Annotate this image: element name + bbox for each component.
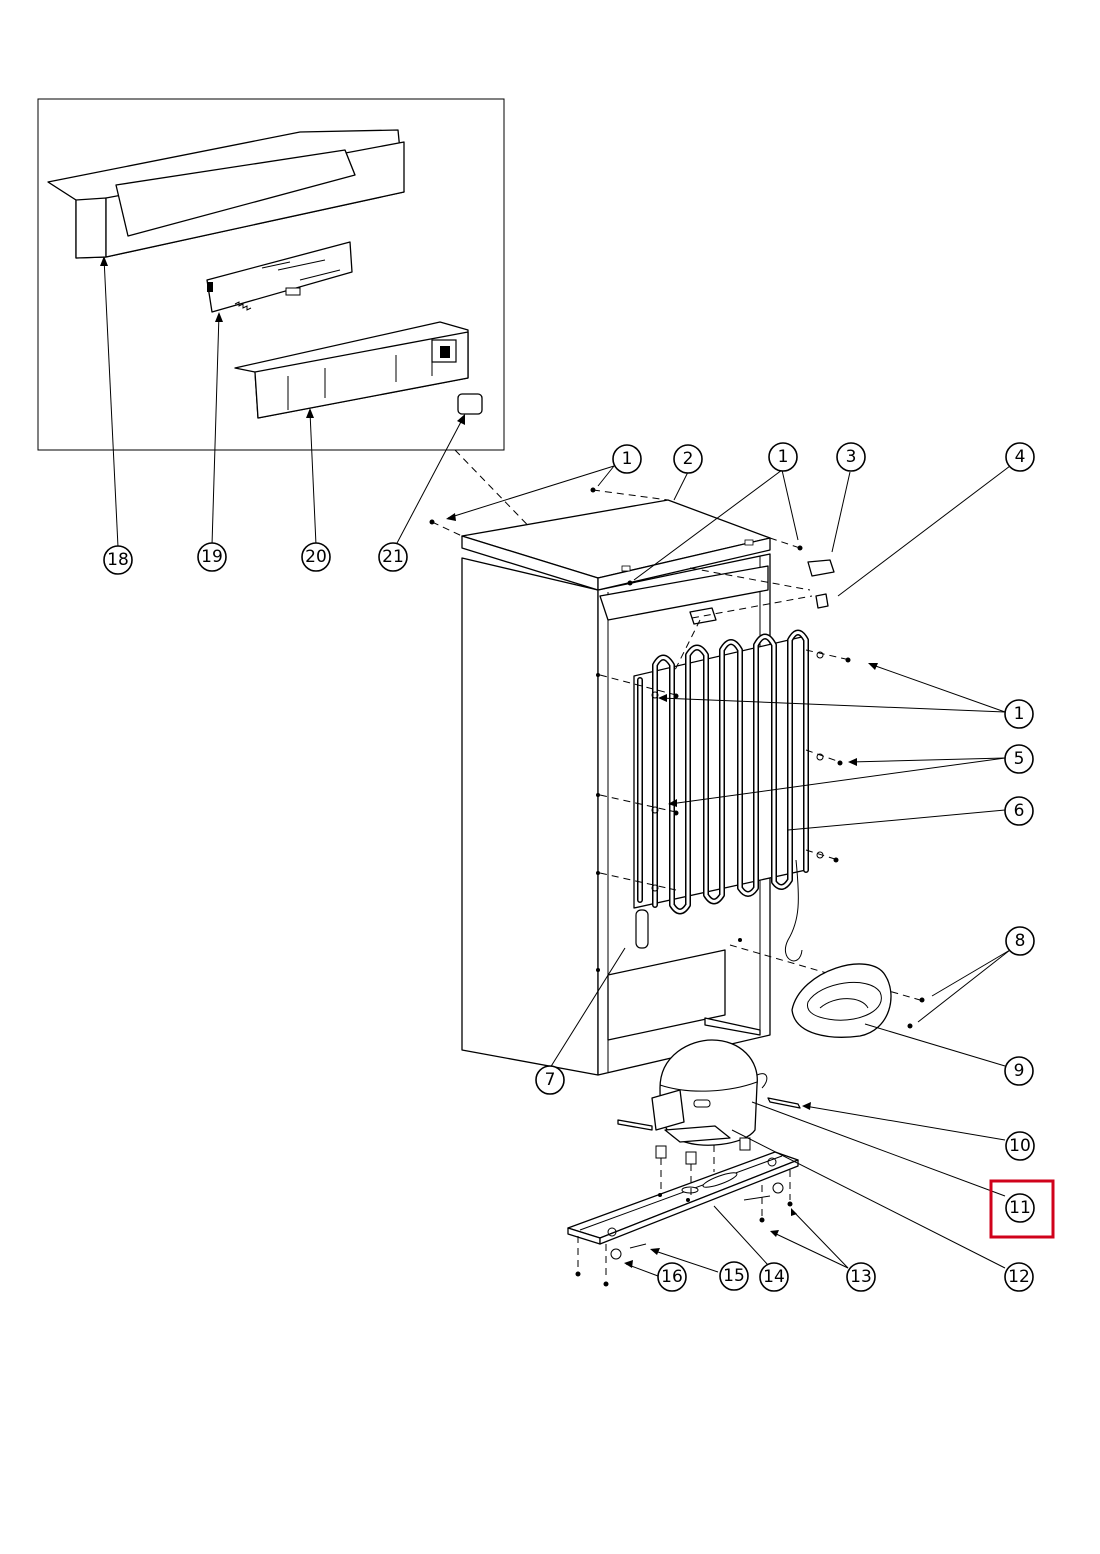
part-9-drip-tray	[791, 963, 892, 1038]
callout-21-label: 21	[382, 547, 404, 567]
highlight-box	[989, 1179, 1055, 1239]
callout-9: 9	[1004, 1056, 1034, 1086]
callout-9-label: 9	[1014, 1061, 1025, 1081]
callout-6: 6	[1004, 796, 1034, 826]
inset-panel	[37, 98, 505, 451]
part-11-compressor	[651, 1039, 768, 1146]
callout-19: 19	[197, 542, 227, 572]
callout-5-label: 5	[1014, 749, 1025, 769]
part-2-top-cover	[461, 499, 771, 591]
part-3-clip	[807, 559, 835, 577]
callout-1-right-label: 1	[778, 447, 789, 467]
part-6-condenser	[633, 629, 809, 962]
main-leaders	[446, 465, 1011, 1277]
callout-20-label: 20	[305, 547, 327, 567]
callout-7: 7	[535, 1065, 565, 1095]
callout-13: 13	[846, 1262, 876, 1292]
callout-2-label: 2	[683, 449, 694, 469]
callout-11-label: 11	[1009, 1198, 1031, 1218]
part-10-clips	[617, 1097, 801, 1131]
screws	[429, 487, 925, 1029]
part-20-control-housing	[234, 321, 469, 419]
inset-leaders	[100, 256, 606, 606]
callout-14: 14	[759, 1262, 789, 1292]
callout-1-right: 1	[768, 442, 798, 472]
callout-12-label: 12	[1008, 1267, 1030, 1287]
callout-3: 3	[836, 442, 866, 472]
callout-4-label: 4	[1015, 447, 1026, 467]
callout-8: 8	[1005, 926, 1035, 956]
callout-4: 4	[1005, 442, 1035, 472]
callout-1-top-label: 1	[622, 449, 633, 469]
callout-12: 12	[1004, 1262, 1034, 1292]
callout-14-label: 14	[763, 1267, 785, 1287]
thermostat-holder	[689, 607, 717, 625]
callout-6-label: 6	[1014, 801, 1025, 821]
callout-13-label: 13	[850, 1267, 872, 1287]
callout-2: 2	[673, 444, 703, 474]
callout-8-label: 8	[1015, 931, 1026, 951]
callout-16: 16	[657, 1262, 687, 1292]
part-21-button	[457, 393, 483, 415]
part-4-clip	[815, 593, 829, 609]
callout-5: 5	[1004, 744, 1034, 774]
callout-20: 20	[301, 542, 331, 572]
callout-18-label: 18	[107, 550, 129, 570]
part-14-base-rail	[567, 1151, 799, 1245]
callout-18: 18	[103, 545, 133, 575]
callout-1-top: 1	[612, 444, 642, 474]
callout-10: 10	[1005, 1131, 1035, 1161]
callout-19-label: 19	[201, 547, 223, 567]
callout-1-mid-label: 1	[1014, 704, 1025, 724]
callout-11: 11	[1005, 1193, 1035, 1223]
callout-10-label: 10	[1009, 1136, 1031, 1156]
callout-15-label: 15	[723, 1266, 745, 1286]
part-18-handle-trim	[47, 129, 405, 259]
callout-15: 15	[719, 1261, 749, 1291]
callout-3-label: 3	[846, 447, 857, 467]
callout-16-label: 16	[661, 1267, 683, 1287]
callout-7-label: 7	[545, 1070, 556, 1090]
grommets-bolts	[575, 1137, 793, 1287]
part-19-control-board	[206, 241, 353, 313]
callout-1-mid: 1	[1004, 699, 1034, 729]
callout-21: 21	[378, 542, 408, 572]
